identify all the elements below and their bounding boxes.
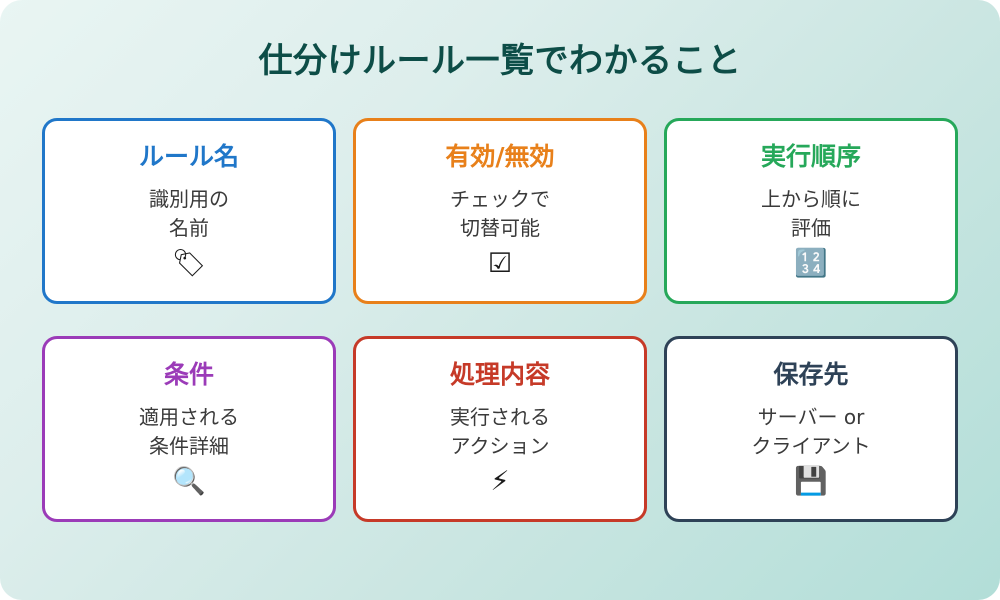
floppy-disk-save-icon: 💾 [794,465,828,497]
magnifying-glass-icon: 🔍 [172,465,206,497]
card-condition: 条件 適用される 条件詳細 🔍 [42,336,336,522]
card-title: 有効/無効 [445,142,555,171]
lightning-bolt-icon: ⚡ [490,465,510,497]
card-execution-order: 実行順序 上から順に 評価 🔢 [664,118,958,304]
input-numbers-icon: 🔢 [794,247,828,279]
page-title: 仕分けルール一覧でわかること [258,41,742,81]
card-save-destination: 保存先 サーバー or クライアント 💾 [664,336,958,522]
card-description: チェックで 切替可能 [450,186,550,240]
card-action-content: 処理内容 実行される アクション ⚡ [353,336,647,522]
card-enabled-disabled: 有効/無効 チェックで 切替可能 ☑ [353,118,647,304]
label-tag-icon: 🏷 [171,247,207,279]
card-description: 上から順に 評価 [761,186,861,240]
card-rule-name: ルール名 識別用の 名前 🏷 [42,118,336,304]
card-title: 条件 [163,360,214,389]
checkbox-checked-icon: ☑ [487,247,513,279]
card-description: 適用される 条件詳細 [139,404,239,458]
card-description: サーバー or クライアント [751,404,871,458]
card-description: 識別用の 名前 [149,186,229,240]
card-grid: ルール名 識別用の 名前 🏷 有効/無効 チェックで 切替可能 ☑ 実行順序 上… [42,118,958,522]
card-title: 保存先 [773,360,849,389]
card-title: 実行順序 [760,142,861,171]
card-description: 実行される アクション [450,404,550,458]
card-title: 処理内容 [449,360,550,389]
card-title: ルール名 [138,142,239,171]
